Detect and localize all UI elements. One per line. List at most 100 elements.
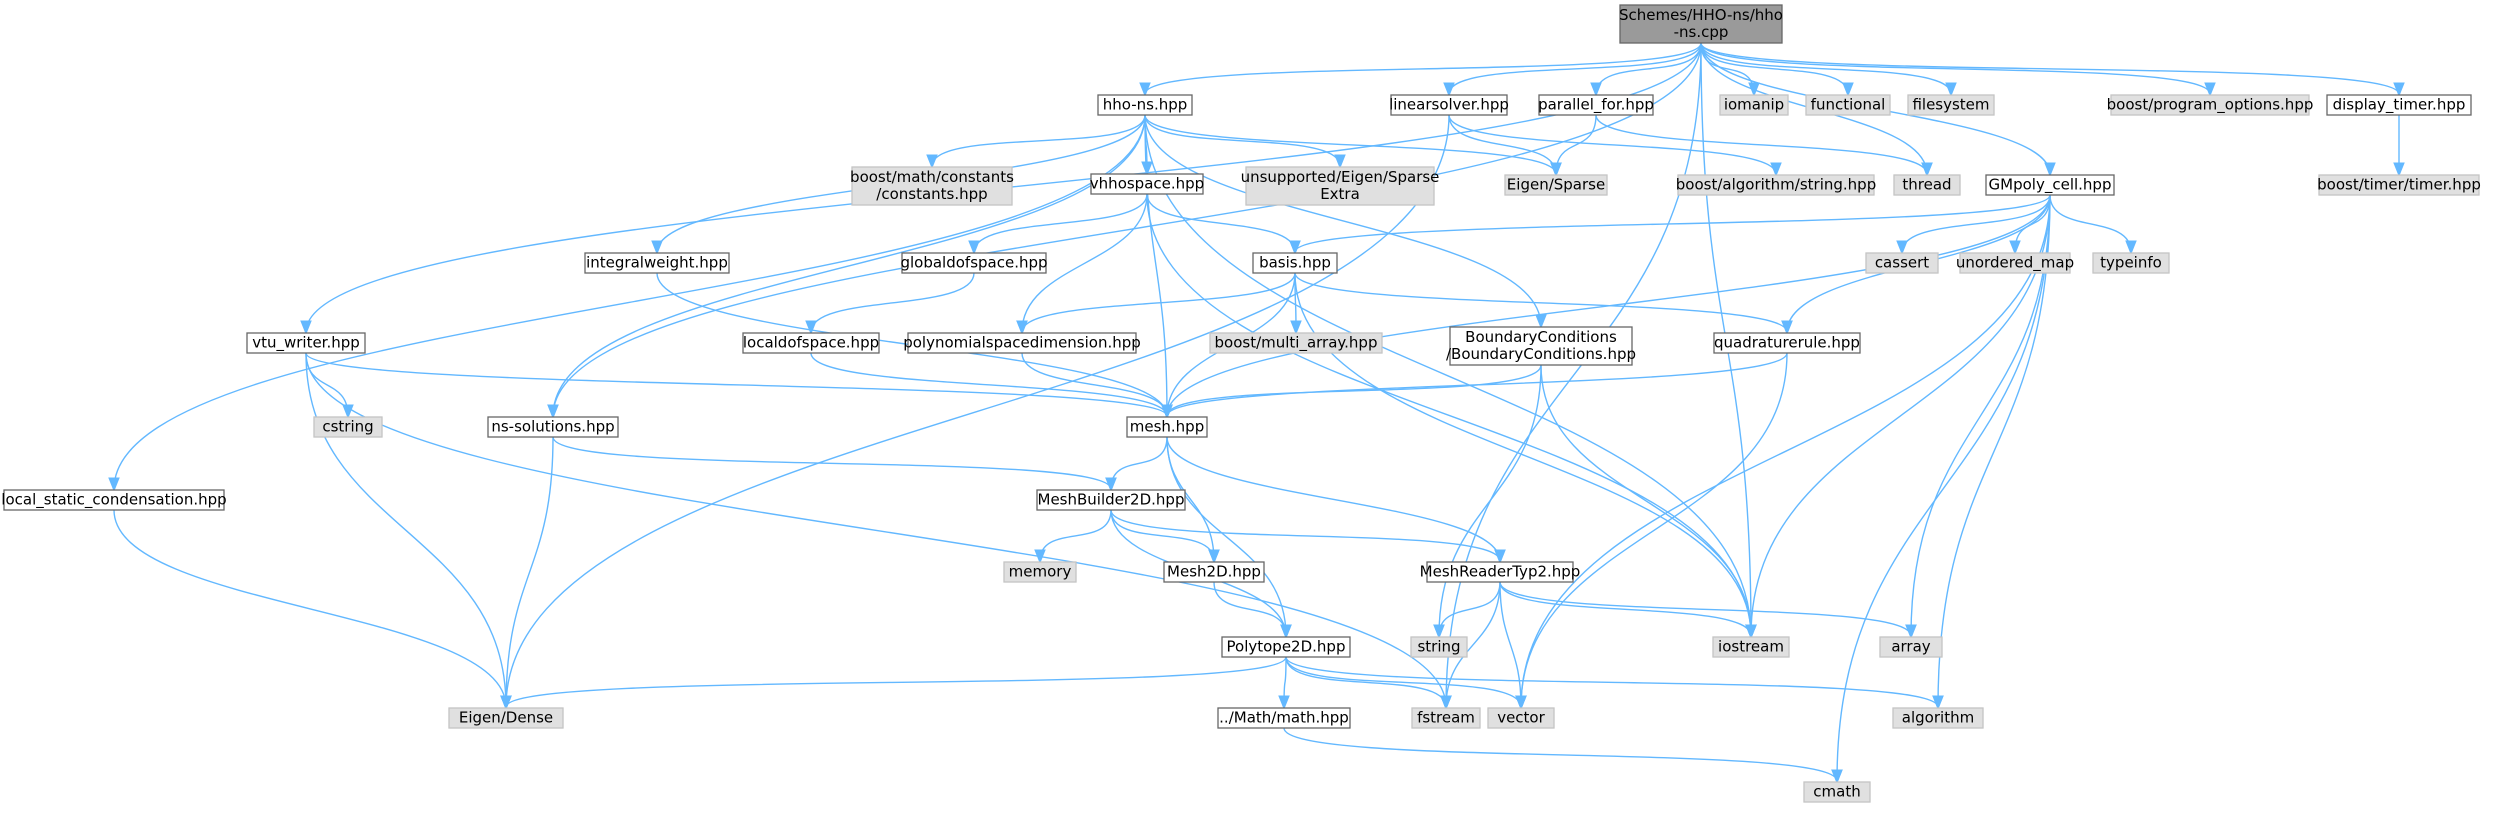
node-label: typeinfo — [2100, 254, 2162, 272]
node-label: hho-ns.hpp — [1103, 96, 1188, 114]
node-meshbuilder[interactable]: MeshBuilder2D.hpp — [1036, 489, 1186, 511]
node-program_options: boost/program_options.hpp — [2107, 94, 2313, 116]
node-label: quadraturerule.hpp — [1714, 334, 1860, 352]
node-box — [1410, 636, 1468, 658]
edge-root-to-functional — [1700, 42, 1848, 94]
node-root[interactable]: Schemes/HHO-ns/hho-ns.cpp — [1619, 4, 1783, 44]
edge-globaldofspace-to-localdofspace — [811, 272, 975, 332]
node-label: ns-solutions.hpp — [491, 418, 614, 436]
edge-hho_ns-to-bc — [1144, 114, 1541, 326]
edge-polytope-to-math — [1284, 656, 1286, 707]
node-lsc[interactable]: local_static_condensation.hpp — [1, 489, 227, 511]
node-label: linearsolver.hpp — [1389, 96, 1509, 114]
edge-parallel_for-to-eigen_sparse — [1556, 114, 1597, 174]
node-basis[interactable]: basis.hpp — [1252, 252, 1338, 274]
node-thread: thread — [1893, 174, 1961, 196]
node-box — [851, 166, 1013, 206]
node-quadrule[interactable]: quadraturerule.hpp — [1713, 332, 1861, 354]
node-hho_ns[interactable]: hho-ns.hpp — [1097, 94, 1193, 116]
edge-bc-to-string — [1439, 364, 1542, 636]
node-box — [2318, 174, 2480, 196]
node-parallel_for[interactable]: parallel_for.hpp — [1538, 94, 1654, 116]
node-display_timer[interactable]: display_timer.hpp — [2326, 94, 2472, 116]
node-unordered_map: unordered_map — [1956, 252, 2074, 274]
node-box — [1090, 173, 1204, 195]
node-bc[interactable]: BoundaryConditions/BoundaryConditions.hp… — [1446, 326, 1636, 366]
node-label: unsupported/Eigen/Sparse — [1241, 168, 1440, 186]
node-box — [1252, 252, 1338, 274]
node-label: parallel_for.hpp — [1538, 96, 1654, 115]
edge-math-to-cmath — [1283, 727, 1837, 781]
node-box — [1390, 94, 1508, 116]
node-eigen_dense: Eigen/Dense — [448, 707, 564, 729]
node-label: basis.hpp — [1259, 254, 1331, 272]
node-box — [448, 707, 564, 729]
edge-vtu_writer-to-eigen_dense — [305, 352, 506, 707]
node-label: cstring — [322, 418, 373, 436]
node-string: string — [1410, 636, 1468, 658]
node-gmpoly[interactable]: GMpoly_cell.hpp — [1985, 174, 2115, 196]
node-iomanip: iomanip — [1719, 94, 1789, 116]
node-box — [1959, 252, 2071, 274]
node-box — [2110, 94, 2310, 116]
node-linearsolver[interactable]: linearsolver.hpp — [1389, 94, 1509, 116]
node-box — [1712, 636, 1790, 658]
node-box — [1907, 94, 1995, 116]
edge-root-to-program_options — [1700, 42, 2210, 94]
node-label: localdofspace.hpp — [743, 334, 879, 352]
node-box — [313, 416, 383, 438]
node-label: MeshReaderTyp2.hpp — [1420, 563, 1581, 581]
edge-mesh-to-meshbuilder — [1111, 436, 1168, 489]
node-label: BoundaryConditions — [1465, 328, 1617, 346]
node-polytope[interactable]: Polytope2D.hpp — [1221, 636, 1351, 658]
edge-mesh-to-meshreader — [1166, 436, 1500, 561]
node-math[interactable]: ../Math/math.hpp — [1217, 707, 1351, 729]
edge-root-to-filesystem — [1700, 42, 1951, 94]
edge-polytope-to-vector — [1285, 656, 1521, 707]
node-vhhospace[interactable]: vhhospace.hpp — [1090, 173, 1204, 195]
edge-basis-to-quadrule — [1294, 272, 1787, 332]
node-functional: functional — [1805, 94, 1891, 116]
node-memory: memory — [1003, 561, 1077, 583]
edge-parallel_for-to-thread — [1595, 114, 1927, 174]
node-algo_string: boost/algorithm/string.hpp — [1676, 174, 1876, 196]
edge-meshbuilder-to-memory — [1040, 509, 1112, 561]
node-box — [1036, 489, 1186, 511]
node-label: boost/timer/timer.hpp — [2317, 176, 2481, 194]
node-label: Eigen/Sparse — [1507, 176, 1605, 194]
node-label: vtu_writer.hpp — [252, 334, 360, 353]
node-label: algorithm — [1902, 709, 1974, 727]
edge-hho_ns-to-iostream — [1144, 114, 1751, 636]
node-cmath: cmath — [1803, 781, 1871, 803]
node-label: -ns.cpp — [1674, 23, 1729, 41]
node-meshreader[interactable]: MeshReaderTyp2.hpp — [1420, 561, 1581, 583]
node-label: boost/algorithm/string.hpp — [1676, 176, 1876, 194]
edge-root-to-linearsolver — [1449, 42, 1702, 94]
node-ns_solutions[interactable]: ns-solutions.hpp — [487, 416, 619, 438]
node-mesh2d[interactable]: Mesh2D.hpp — [1163, 561, 1265, 583]
edge-bc-to-iostream — [1540, 364, 1751, 636]
node-box — [1097, 94, 1193, 116]
node-label: iostream — [1718, 638, 1784, 656]
node-box — [1221, 636, 1351, 658]
edge-meshreader-to-vector — [1499, 581, 1521, 707]
node-box — [1411, 707, 1481, 729]
node-label: filesystem — [1912, 96, 1989, 114]
edge-linearsolver-to-eigen_dense — [506, 114, 1450, 707]
node-box — [1163, 561, 1265, 583]
node-globaldofspace[interactable]: globaldofspace.hpp — [900, 252, 1048, 274]
edge-vhhospace-to-polyspacedim — [1022, 193, 1148, 332]
node-label: Schemes/HHO-ns/hho — [1619, 6, 1783, 24]
node-label: mesh.hpp — [1130, 418, 1204, 436]
node-integralweight[interactable]: integralweight.hpp — [584, 252, 730, 274]
node-localdofspace[interactable]: localdofspace.hpp — [742, 332, 880, 354]
node-vtu_writer[interactable]: vtu_writer.hpp — [246, 332, 366, 354]
node-box — [3, 489, 225, 511]
edge-linearsolver-to-algo_string — [1448, 114, 1776, 174]
edge-hho_ns-to-sparse_extra — [1144, 114, 1340, 166]
node-box — [1126, 416, 1208, 438]
node-mesh[interactable]: mesh.hpp — [1126, 416, 1208, 438]
node-box — [1619, 4, 1783, 44]
node-polyspacedim[interactable]: polynomialspacedimension.hpp — [903, 332, 1141, 354]
node-label: polynomialspacedimension.hpp — [903, 334, 1141, 352]
